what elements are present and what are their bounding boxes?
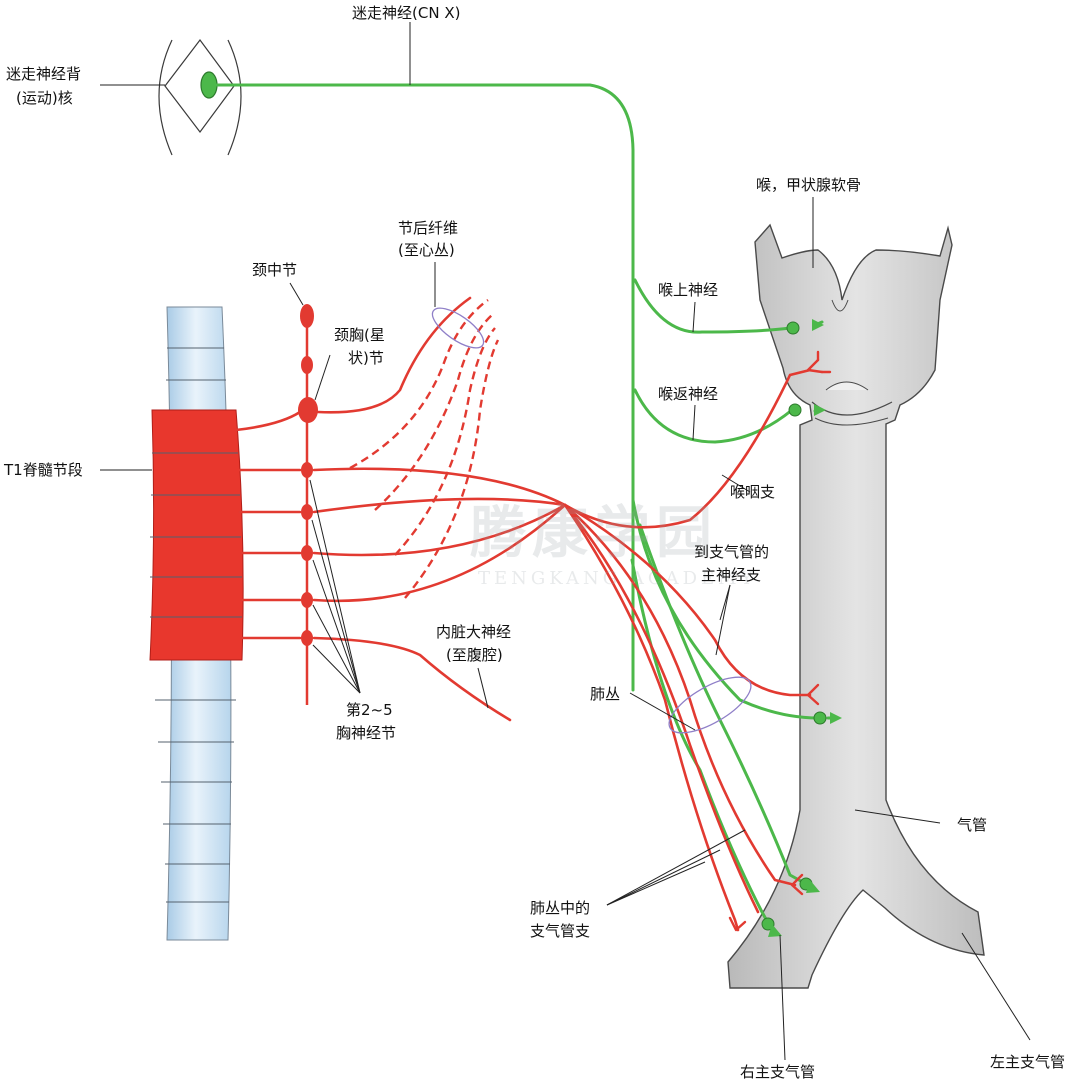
label-plexus-bronchial-line1: 肺丛中的 [530,899,591,917]
label-main-bronchial-line2: 主神经支 [701,566,762,584]
t1-spinal-segment [149,409,244,661]
label-dorsal-nucleus-line2: (运动)核 [16,89,73,107]
label-main-bronchial-line1: 到支气管的 [694,543,770,561]
label-dorsal-nucleus-line1: 迷走神经背 [6,65,82,83]
label-splanchnic-line1: 内脏大神经 [436,623,512,641]
label-cervicothoracic-line2: 状)节 [348,349,384,367]
label-splanchnic-line2: (至腹腔) [446,646,503,664]
watermark-en: TENGKANG ACADEMY [478,568,757,589]
cardiac-plexus-ring [431,307,485,349]
vagus-arrowheads [768,319,842,937]
label-thoracic-ganglia-line1: 第2~5 [346,701,393,719]
label-recurrent-laryngeal: 喉返神经 [658,385,719,403]
nucleus-dot [200,71,218,99]
label-trachea: 气管 [957,816,988,834]
sympathetic-paths [234,296,812,932]
label-postganglionic-line2: (至心丛) [398,241,455,259]
spinal-cord [149,306,244,941]
leader-lines [100,22,1031,1061]
label-middle-cervical: 颈中节 [252,261,298,279]
sympathetic-chain [298,304,318,705]
pulmonary-plexus-ring [668,676,752,734]
label-right-main-bronchus: 右主支气管 [740,1063,816,1081]
postganglionic-dashed [349,299,500,599]
label-superior-laryngeal: 喉上神经 [658,281,719,299]
label-vagus-nerve: 迷走神经(CN X) [352,4,461,22]
label-plexus-bronchial-line2: 支气管支 [530,922,591,940]
label-pulmonary-plexus: 肺丛 [590,685,621,703]
label-cervicothoracic-line1: 颈胸(星 [334,326,385,344]
label-pharyngeal-branch: 喉咽支 [730,483,776,501]
label-larynx-thyroid: 喉，甲状腺软骨 [756,176,862,194]
label-thoracic-ganglia-line2: 胸神经节 [336,724,397,742]
watermark-cn: 腾康学园 [470,500,718,566]
label-left-main-bronchus: 左主支气管 [990,1053,1066,1071]
label-postganglionic-line1: 节后纤维 [398,219,459,237]
label-t1-segment: T1脊髓节段 [4,461,83,479]
dorsal-nucleus-symbol [158,38,242,156]
trachea [727,223,985,989]
sympathetic-terminals [728,350,832,932]
